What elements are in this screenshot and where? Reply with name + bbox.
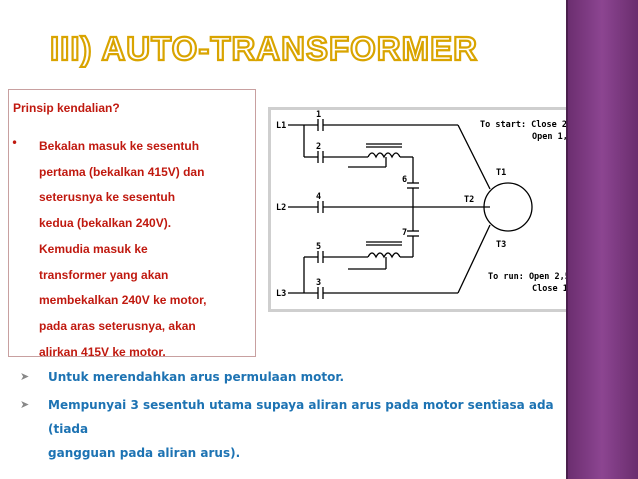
line-label-l2: L2 [276, 203, 286, 213]
bottom-bullet-line: Mempunyai 3 sesentuh utama supaya aliran… [48, 398, 554, 436]
principle-line: seterusnya ke sesentuh [39, 190, 176, 205]
to-run-close-label: Close 1,3,4 [532, 284, 588, 294]
bottom-bullet-item: ➤ Untuk merendahkan arus permulaan motor… [20, 365, 580, 389]
motor-terminal-t1: T1 [496, 168, 506, 178]
bottom-bullet-item: ➤ Mempunyai 3 sesentuh utama supaya alir… [20, 393, 580, 465]
principle-line: pada aras seterusnya, akan [39, 318, 196, 333]
contact-label: 4 [316, 192, 321, 202]
contact-label: 3 [316, 278, 321, 288]
principle-line: membekalkan 240V ke motor, [39, 293, 207, 308]
slide-title-text: III) AUTO-TRANSFORMER [50, 30, 478, 67]
line-label-l3: L3 [276, 289, 286, 299]
principle-line: Kemudia masuk ke [39, 241, 148, 256]
contact-label: 5 [316, 242, 321, 252]
contact-label: 2 [316, 142, 321, 152]
contact-label: 6 [402, 175, 407, 185]
principle-line: alirkan 415V ke motor. [39, 344, 166, 359]
autotransformer-circuit-diagram: L1 L2 L3 1 2 6 4 7 5 3 T1 T2 T3 To start… [268, 107, 614, 312]
motor-terminal-t2: T2 [464, 195, 474, 205]
principle-line: kedua (bekalkan 240V). [39, 216, 172, 231]
arrow-bullet-icon: ➤ [20, 398, 30, 411]
bullet-marker: • [11, 136, 19, 150]
to-run-label: To run: Open 2,5,6,7 [488, 272, 590, 282]
line-label-l1: L1 [276, 121, 286, 131]
principle-line: Bekalan masuk ke sesentuh [39, 139, 200, 153]
principle-heading: Prinsip kendalian? [13, 101, 120, 115]
to-start-label: To start: Close 2,4,5,6,7 [480, 120, 608, 130]
principle-textbox: Prinsip kendalian? • Bekalan masuk ke se… [8, 89, 256, 359]
bottom-bullet-line: gangguan pada aliran arus). [48, 446, 241, 460]
motor-terminal-t3: T3 [496, 240, 506, 250]
principle-paragraph: Bekalan masuk ke sesentuh pertama (bekal… [39, 134, 253, 365]
bottom-bullet-list: ➤ Untuk merendahkan arus permulaan motor… [20, 365, 580, 465]
contact-label: 7 [402, 228, 407, 238]
slide-sidebar-edge [566, 0, 568, 479]
slide-sidebar-decoration [566, 0, 638, 479]
to-start-open-label: Open 1,3 [532, 132, 573, 142]
bottom-bullet-line: Untuk merendahkan arus permulaan motor. [48, 370, 345, 384]
principle-line: pertama (bekalkan 415V) dan [39, 164, 205, 179]
slide-title: III) AUTO-TRANSFORMER [50, 29, 478, 68]
principle-line: transformer yang akan [39, 267, 169, 282]
contact-label: 1 [316, 110, 321, 120]
arrow-bullet-icon: ➤ [20, 370, 30, 383]
